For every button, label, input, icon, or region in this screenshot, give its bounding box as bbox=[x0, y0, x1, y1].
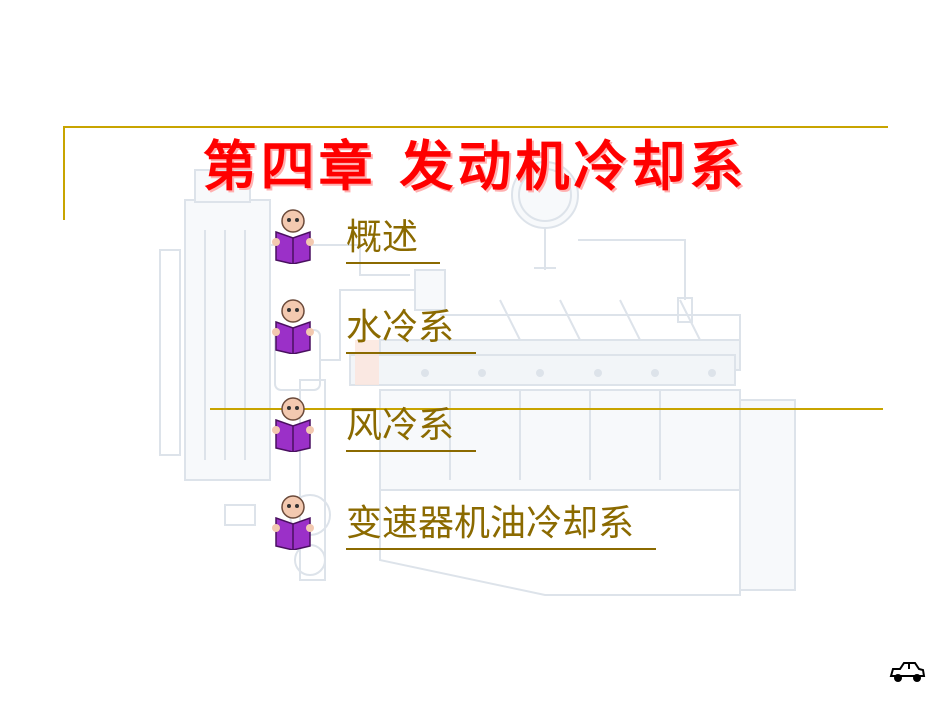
menu-link-air-cooling[interactable]: 风冷系 bbox=[346, 406, 477, 452]
menu-item-water-cooling[interactable]: 水冷系 bbox=[270, 298, 477, 354]
car-icon[interactable] bbox=[888, 660, 926, 684]
book-reader-icon bbox=[272, 299, 314, 354]
menu-item-transmission-oil-cooling[interactable]: 变速器机油冷却系 bbox=[270, 494, 657, 550]
middle-rule bbox=[210, 408, 883, 410]
left-rule bbox=[63, 126, 65, 220]
menu-item-overview[interactable]: 概述 bbox=[270, 208, 441, 264]
menu-link-transmission-oil-cooling[interactable]: 变速器机油冷却系 bbox=[346, 504, 657, 550]
page-title: 第四章 发动机冷却系 bbox=[202, 134, 748, 199]
menu-item-air-cooling[interactable]: 风冷系 bbox=[270, 396, 477, 452]
book-reader-icon bbox=[272, 397, 314, 452]
menu-link-overview[interactable]: 概述 bbox=[346, 218, 441, 264]
book-reader-icon bbox=[272, 495, 314, 550]
book-reader-icon bbox=[272, 209, 314, 264]
menu-link-water-cooling[interactable]: 水冷系 bbox=[346, 308, 477, 354]
top-rule bbox=[63, 126, 888, 128]
